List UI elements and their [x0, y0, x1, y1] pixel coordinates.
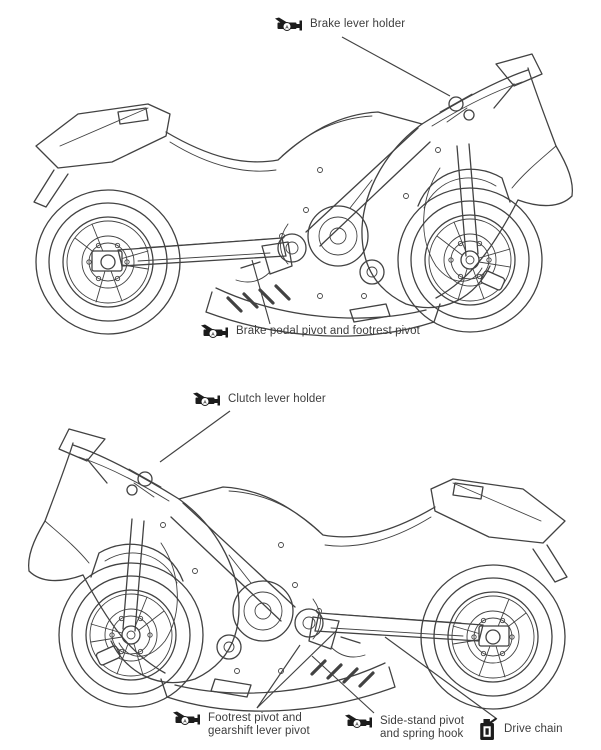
callout-brake-pedal: Brake pedal pivot and footrest pivot [200, 324, 420, 340]
callout-brake-lever-text: Brake lever holder [310, 18, 406, 30]
leader-lines [159, 36, 498, 720]
leader-footrest-2 [256, 630, 337, 709]
callout-footrest: Footrest pivot and gearshift lever pivot [172, 711, 310, 738]
callout-drive-chain: Drive chain [477, 716, 563, 743]
grease-gun-icon [192, 392, 222, 408]
callout-clutch-lever-text: Clutch lever holder [228, 393, 326, 405]
callout-brake-pedal-text: Brake pedal pivot and footrest pivot [236, 325, 420, 337]
grease-gun-icon [344, 714, 374, 730]
callout-side-stand-text: Side-stand pivot and spring hook [380, 715, 465, 740]
callout-footrest-text: Footrest pivot and gearshift lever pivot [208, 712, 310, 737]
grease-gun-icon [200, 324, 230, 340]
callout-clutch-lever: Clutch lever holder [192, 392, 326, 408]
motorcycle-top-figure [34, 54, 572, 336]
leader-brake-lever [341, 36, 451, 97]
grease-gun-icon [172, 711, 202, 727]
leader-drive-chain [384, 636, 498, 720]
oil-can-icon [477, 716, 498, 743]
leader-brake-pedal [251, 259, 271, 325]
leader-side-stand [311, 655, 375, 714]
leader-footrest-1 [256, 644, 301, 709]
leader-clutch-lever [159, 410, 231, 463]
callout-drive-chain-text: Drive chain [504, 723, 563, 735]
callout-side-stand: Side-stand pivot and spring hook [344, 714, 464, 741]
callout-brake-lever: Brake lever holder [274, 17, 405, 33]
grease-gun-icon [274, 17, 304, 33]
